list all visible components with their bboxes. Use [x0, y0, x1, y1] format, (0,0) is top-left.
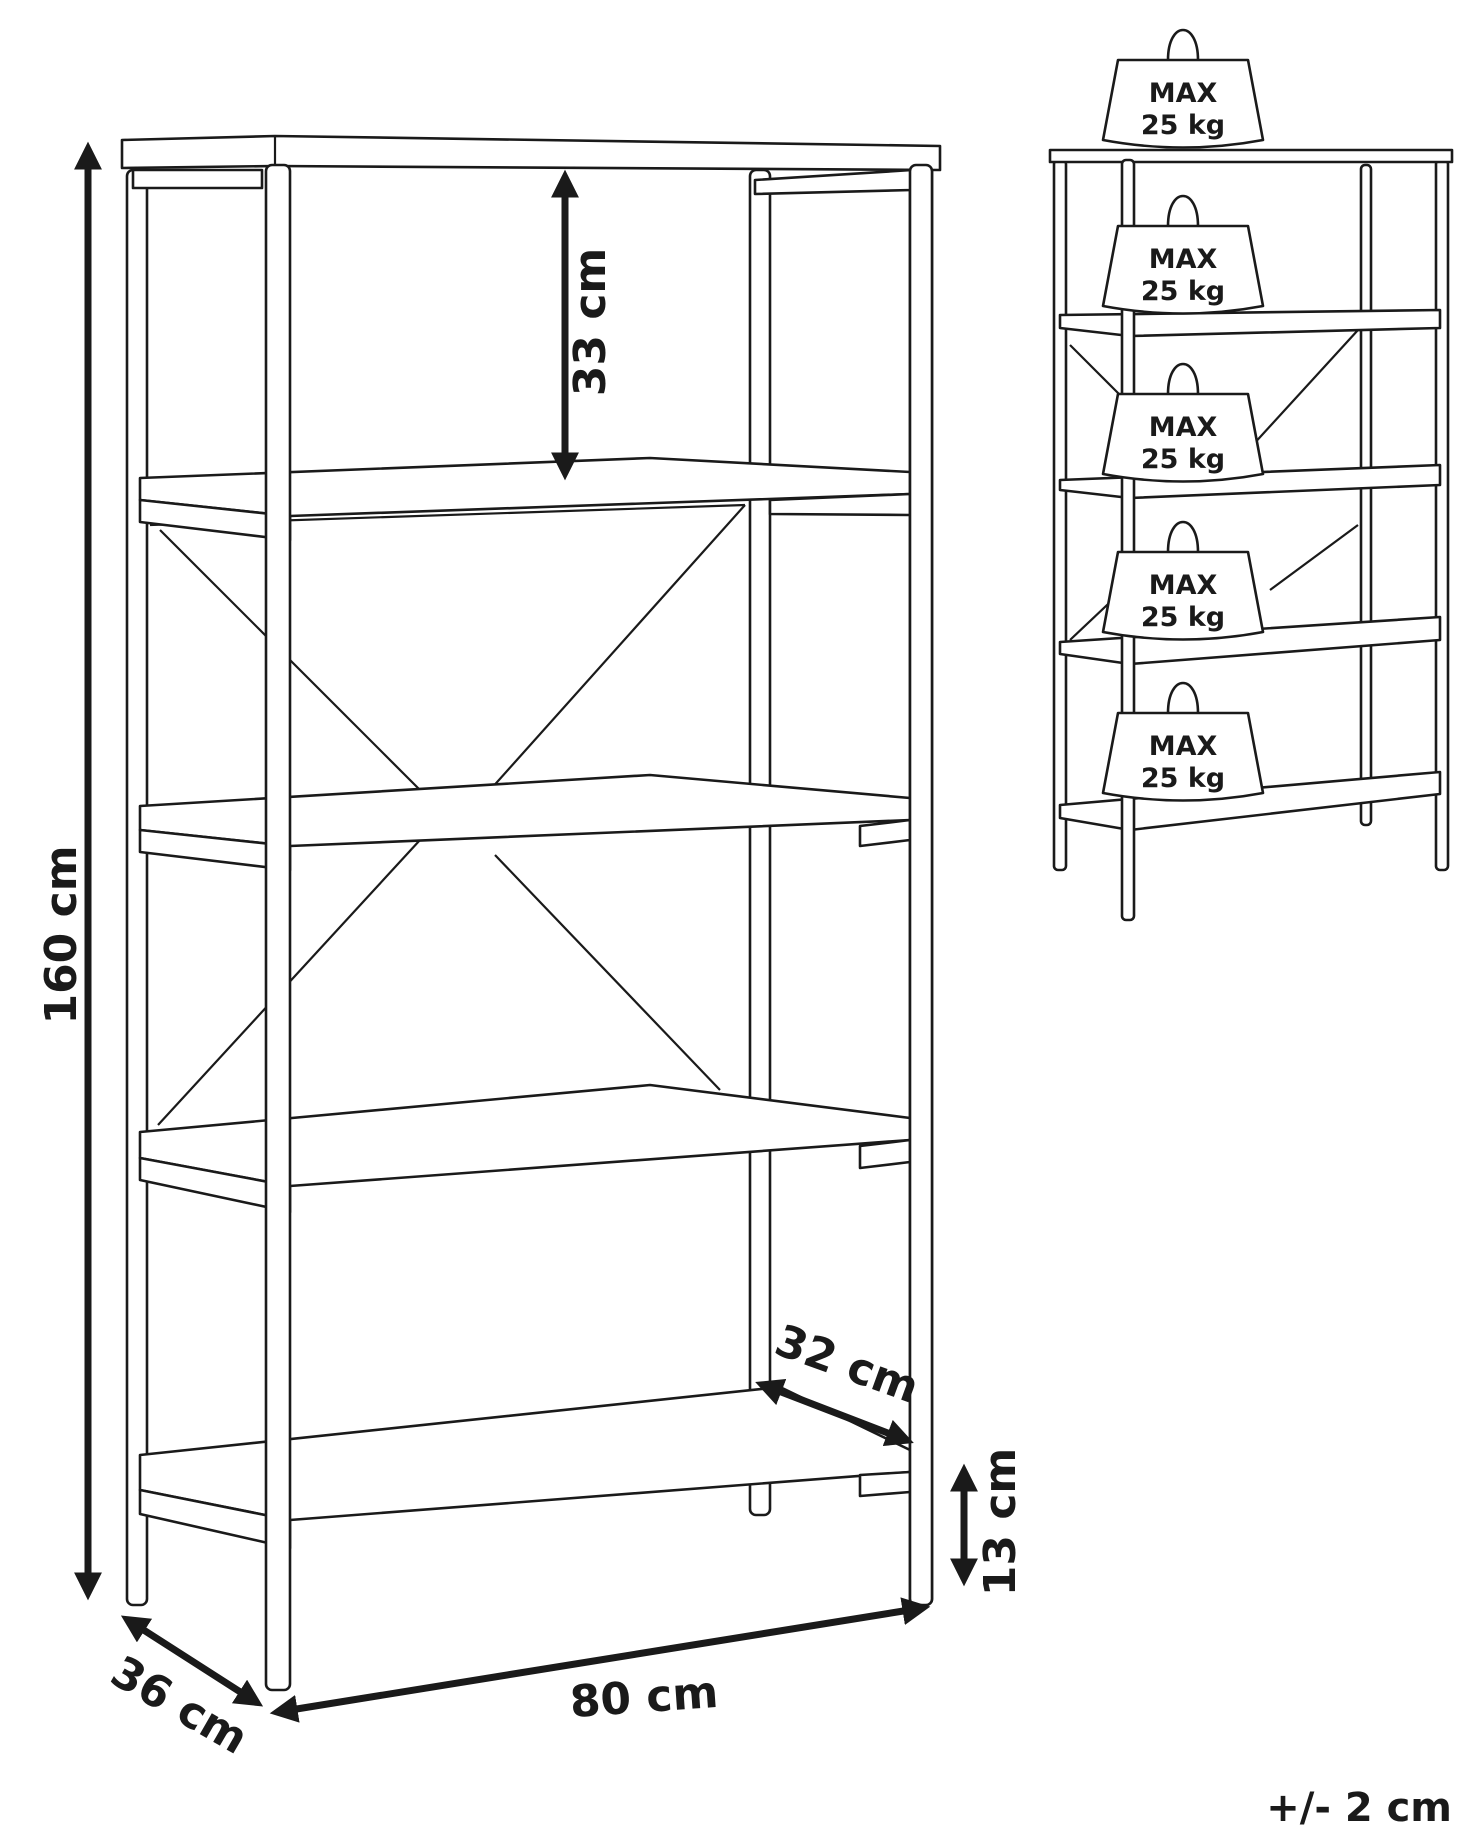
height-label: 160 cm	[36, 845, 87, 1024]
svg-text:25 kg: 25 kg	[1141, 602, 1225, 633]
dimension-arrows	[74, 141, 978, 1723]
tolerance-note: +/- 2 cm	[1266, 1785, 1452, 1831]
shelf-2	[138, 773, 912, 872]
shelf-3	[138, 1083, 912, 1214]
svg-text:25 kg: 25 kg	[1141, 763, 1225, 794]
weight-icon: MAX 25 kg	[1101, 194, 1265, 315]
svg-text:25 kg: 25 kg	[1141, 110, 1225, 141]
depth-label: 36 cm	[102, 1646, 256, 1764]
svg-text:25 kg: 25 kg	[1141, 444, 1225, 475]
svg-text:MAX: MAX	[1149, 244, 1218, 275]
svg-text:MAX: MAX	[1149, 412, 1218, 443]
weight-icon: MAX 25 kg	[1101, 28, 1265, 149]
weight-icon: MAX 25 kg	[1101, 520, 1265, 641]
width-label: 80 cm	[568, 1667, 720, 1728]
weight-icon: MAX 25 kg	[1101, 362, 1265, 483]
shelf-1	[138, 456, 912, 542]
weight-icon: MAX 25 kg	[1101, 681, 1265, 802]
svg-text:25 kg: 25 kg	[1141, 276, 1225, 307]
svg-text:MAX: MAX	[1149, 731, 1218, 762]
svg-text:MAX: MAX	[1149, 570, 1218, 601]
shelf-gap-label: 33 cm	[565, 248, 616, 396]
svg-text:MAX: MAX	[1149, 78, 1218, 109]
bottom-clearance-label: 13 cm	[975, 1448, 1026, 1596]
main-shelf-drawing	[120, 134, 942, 1692]
shelf-bottom	[138, 1385, 912, 1550]
